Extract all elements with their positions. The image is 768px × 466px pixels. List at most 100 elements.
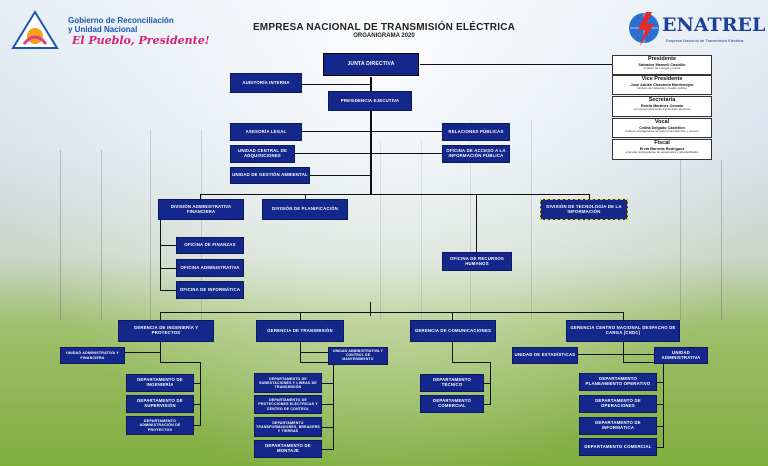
connector [200,194,589,195]
board-member: Secretaria Estela Martínez Cerrato empre… [612,96,712,117]
connector [484,404,490,405]
connector [194,404,200,405]
depto-comercial-com-box[interactable]: DEPARTAMENTO COMERCIAL [420,395,484,413]
connector [305,194,306,199]
depto-tecnico-box[interactable]: DEPARTAMENTO TÉCNICO [420,374,484,392]
connector [370,111,372,194]
connector [322,383,333,384]
connector [302,84,370,85]
connector [657,382,663,383]
connector [160,312,623,313]
connector [322,427,333,428]
division-administrativa-box[interactable]: DIVISIÓN ADMINISTRATIVA FINANCIERA [158,199,244,220]
globe-lightning-icon [629,12,659,46]
connector [160,312,161,320]
enatrel-tagline: Empresa Nacional de Transmisión Eléctric… [666,38,744,43]
connector [333,362,334,450]
relaciones-publicas-box[interactable]: RELACIONES PÚBLICAS [442,123,510,141]
connector [300,312,301,320]
division-tecnologia-box[interactable]: DIVISIÓN DE TECNOLOGÍA DE LA INFORMACIÓN [540,199,628,220]
connector [160,290,176,291]
connector [476,194,477,252]
connector [623,362,663,363]
depto-subestaciones-box[interactable]: DEPARTAMENTO DE SUBESTACIONES Y LÍNEAS D… [254,373,322,393]
depto-planeamiento-box[interactable]: DEPARTAMENTO PLANEAMIENTO OPERATIVO [579,373,657,391]
auditoria-interna-box[interactable]: AUDITORÍA INTERNA [230,73,302,93]
connector [452,362,490,363]
oficina-informatica-box[interactable]: OFICINA DE INFORMÁTICA [176,281,244,299]
connector [160,268,176,269]
gerencia-cndc-box[interactable]: GERENCIA CENTRO NACIONAL DESPACHO DE CAR… [566,320,680,342]
unidad-administrativa-cndc-box[interactable]: UNIDAD ADMINISTRATIVA [654,347,708,364]
connector [589,194,590,199]
unidad-gestion-ambiental-box[interactable]: UNIDAD DE GESTIÓN AMBIENTAL [230,167,310,184]
board-member: Fiscal Ervin Barreda Rodríguez empresa n… [612,139,712,160]
connector [452,342,453,362]
depto-operaciones-box[interactable]: DEPARTAMENTO DE OPERACIONES [579,395,657,413]
connector [623,354,624,362]
connector [663,362,664,448]
unidad-control-mantenimiento-box[interactable]: UNIDAD ADMINISTRATIVA Y CONTROL DE MANTE… [328,347,388,365]
chart-title: EMPRESA NACIONAL DE TRANSMISIÓN ELÉCTRIC… [252,22,516,33]
board-member: Presidente Salvador Mansell Castrillo mi… [612,55,712,75]
connector [484,383,490,384]
connector [300,342,301,352]
connector [657,404,663,405]
government-logo: Gobierno de Reconciliación y Unidad Naci… [10,10,210,50]
gerencia-comunicaciones-box[interactable]: GERENCIA DE COMUNICACIONES [410,320,496,342]
depto-protecciones-box[interactable]: DEPARTAMENTO DE PROTECCIONES ELÉCTRICAS … [254,395,322,414]
board-member: Vocal Celina Delgado Castellón instituto… [612,118,712,138]
presidencia-ejecutiva-box[interactable]: PRESIDENCIA EJECUTIVA [328,91,412,111]
connector [200,194,201,199]
gerencia-ingenieria-box[interactable]: GERENCIA DE INGENIERÍA Y PROYECTOS [118,320,214,342]
connector [300,352,301,362]
depto-transformadores-box[interactable]: DEPARTAMENTO TRANSFORMADORES, BREAKERS Y… [254,417,322,437]
depto-supervision-box[interactable]: DEPARTAMENTO DE SUPERVISIÓN [126,395,194,413]
connector [300,352,328,353]
connector [160,220,161,291]
gerencia-transmision-box[interactable]: GERENCIA DE TRANSMISIÓN [256,320,344,342]
connector [370,302,371,316]
connector [302,131,442,132]
connector [310,175,370,176]
connector [160,352,161,362]
asesoria-legal-box[interactable]: ASESORÍA LEGAL [230,123,302,141]
connector [452,312,453,320]
depto-comercial-cndc-box[interactable]: DEPARTAMENTO COMERCIAL [579,438,657,456]
depto-montaje-box[interactable]: DEPARTAMENTO DE MONTAJE [254,440,322,458]
connector [490,362,491,405]
depto-ingenieria-box[interactable]: DEPARTAMENTO DE INGENIERÍA [126,374,194,392]
junta-directiva-box[interactable]: JUNTA DIRECTIVA [322,52,420,77]
oficina-finanzas-box[interactable]: OFICINA DE FINANZAS [176,237,244,254]
chart-subtitle: ORGANIGRAMA 2020 [353,33,415,39]
depto-admin-proyectos-box[interactable]: DEPARTAMENTO ADMINISTRACIÓN DE PROYECTOS [126,416,194,435]
connector [295,153,442,154]
government-name-line1: Gobierno de Reconciliación [68,16,174,25]
connector [160,362,200,363]
oficina-administrativa-box[interactable]: OFICINA ADMINISTRATIVA [176,259,244,277]
unidad-admin-financiera-box[interactable]: UNIDAD ADMINISTRATIVA Y FINANCIERA [60,347,125,364]
connector [419,64,612,65]
connector [194,425,200,426]
oficina-acceso-informacion-box[interactable]: OFICINA DE ACCESO A LA INFORMACIÓN PÚBLI… [442,145,510,163]
board-member: Vice Presidente José Adrián Chavarría Mo… [612,75,712,95]
connector [125,352,160,353]
connector [194,383,200,384]
connector [322,449,333,450]
oficina-recursos-humanos-box[interactable]: OFICINA DE RECURSOS HUMANOS [442,252,512,271]
connector [160,245,176,246]
unidad-adquisiciones-box[interactable]: UNIDAD CENTRAL DE ADQUISICIONES [230,145,295,163]
division-planificacion-box[interactable]: DIVISIÓN DE PLANIFICACIÓN [262,199,348,220]
government-name-line2: y Unidad Nacional [68,25,138,34]
connector [623,312,624,320]
connector [657,447,663,448]
connector [623,342,624,354]
enatrel-wordmark: ENATREL [662,14,766,36]
connector [370,76,372,91]
unidad-estadisticas-box[interactable]: UNIDAD DE ESTADÍSTICAS [512,347,578,364]
triangle-emblem-icon [11,10,59,49]
government-slogan: El Pueblo, Presidente! [72,34,210,47]
connector [200,362,201,426]
connector [300,362,333,363]
depto-informatica-cndc-box[interactable]: DEPARTAMENTO DE INFORMÁTICA [579,417,657,435]
